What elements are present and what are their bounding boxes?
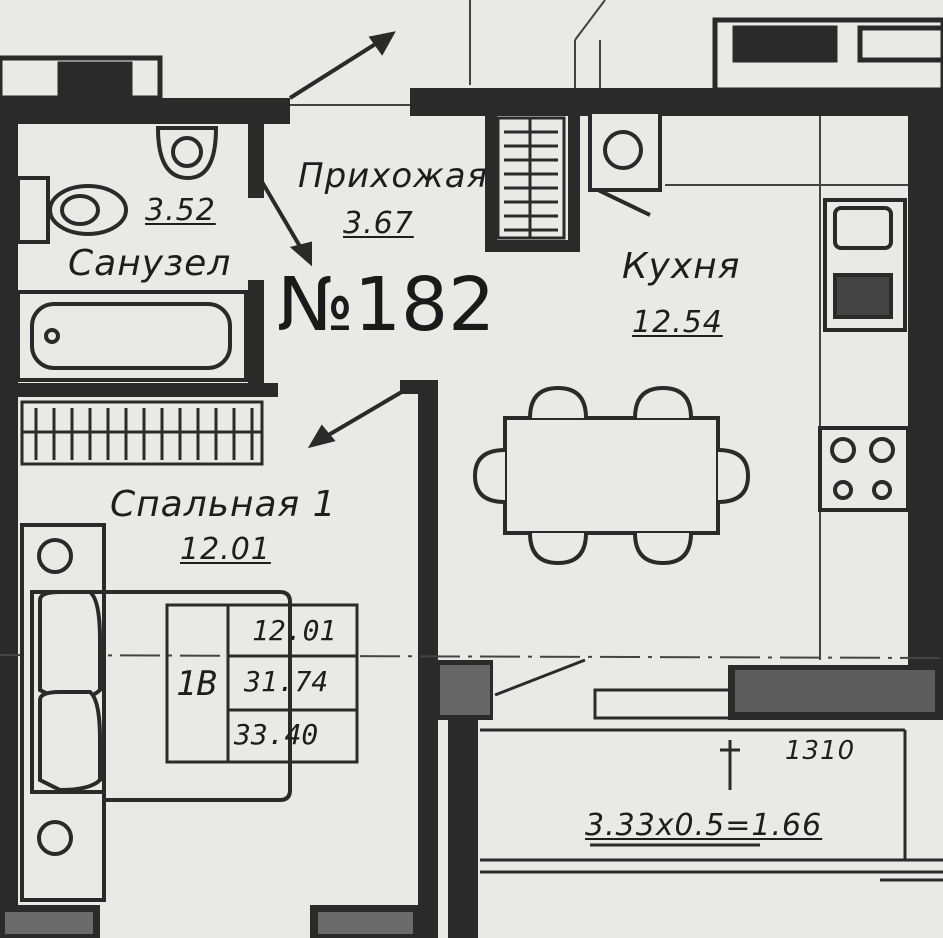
room-name-hallway: Прихожая bbox=[298, 156, 489, 196]
summary-living-area: 12.01 bbox=[252, 614, 337, 647]
apartment-number: №182 bbox=[277, 262, 496, 348]
summary-total-with-balcony: 33.40 bbox=[234, 718, 319, 751]
balcony bbox=[480, 658, 943, 882]
balcony-area-formula: 3.33x0.5=1.66 bbox=[585, 808, 823, 843]
room-area-bathroom: 3.52 bbox=[145, 193, 216, 228]
summary-table-grid bbox=[165, 603, 359, 764]
kitchen-sink bbox=[823, 198, 907, 332]
toilet bbox=[16, 176, 128, 244]
bath-closet bbox=[20, 400, 264, 466]
window-left bbox=[0, 55, 163, 101]
room-area-bedroom: 12.01 bbox=[180, 532, 271, 567]
room-name-bathroom: Санузел bbox=[68, 243, 232, 284]
hall-closet bbox=[496, 116, 566, 240]
bed bbox=[20, 523, 292, 902]
room-area-kitchen: 12.54 bbox=[632, 305, 723, 340]
room-name-kitchen: Кухня bbox=[622, 246, 741, 287]
wall-hatching bbox=[5, 665, 935, 934]
boiler bbox=[588, 110, 662, 217]
dining-table bbox=[472, 385, 751, 566]
sink bbox=[155, 126, 219, 181]
balcony-dimension: 1310 bbox=[785, 736, 856, 766]
bath-closet-ticks bbox=[34, 408, 254, 460]
summary-type: 1В bbox=[176, 664, 217, 704]
thin-lines bbox=[0, 0, 943, 660]
window-right bbox=[712, 17, 943, 93]
room-area-hallway: 3.67 bbox=[343, 206, 414, 241]
arrows bbox=[253, 31, 407, 449]
bathtub bbox=[16, 290, 248, 382]
room-name-bedroom: Спальная 1 bbox=[110, 484, 337, 525]
stove bbox=[818, 426, 910, 512]
summary-total-area: 31.74 bbox=[244, 665, 329, 698]
